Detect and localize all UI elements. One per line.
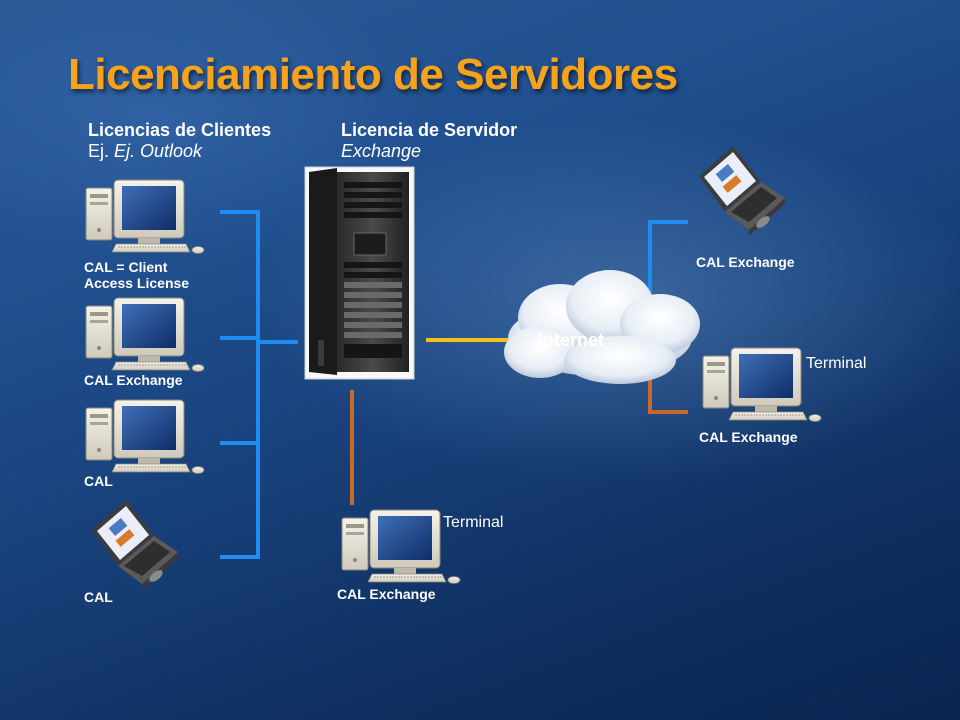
- bottom-terminal-label: CAL Exchange: [337, 586, 436, 602]
- cal-definition-label: CAL = Client Access License: [84, 259, 189, 291]
- client-desktop-icon: [85, 179, 205, 254]
- client-label: CAL Exchange: [84, 372, 183, 388]
- page-title: Licenciamiento de Servidores: [68, 50, 678, 99]
- clients-header-example: Ej. Outlook: [114, 141, 203, 161]
- remote-laptop-label: CAL Exchange: [696, 254, 795, 270]
- clients-header: Licencias de Clientes Ej. Ej. Outlook: [88, 120, 271, 162]
- clients-header-subtitle: Ej. Ej. Outlook: [88, 141, 203, 161]
- terminal-link-right: [648, 370, 688, 414]
- client-desktop-icon: [85, 399, 205, 474]
- cal-definition-line1: CAL = Client: [84, 259, 168, 275]
- server-header-subtitle: Exchange: [341, 141, 422, 161]
- lan-connections: [220, 210, 688, 559]
- remote-desktop-label: CAL Exchange: [699, 429, 798, 445]
- remote-desktop-icon: [702, 347, 822, 422]
- client-desktop-icon: [85, 297, 205, 372]
- internet-cloud-icon: [504, 270, 700, 384]
- bottom-terminal-title: Terminal: [443, 514, 504, 531]
- server-rack-icon: [304, 166, 415, 380]
- clients-header-title: Licencias de Clientes: [88, 120, 272, 140]
- cal-definition-line2: Access License: [84, 275, 190, 291]
- server-header-title: Licencia de Servidor: [341, 120, 518, 140]
- remote-laptop-icon: [699, 146, 785, 236]
- internet-label: Internet: [538, 330, 605, 350]
- client-laptop-icon: [92, 500, 178, 590]
- server-header: Licencia de Servidor Exchange: [341, 120, 517, 162]
- remote-terminal-title: Terminal: [806, 355, 867, 372]
- client-label: CAL: [84, 589, 113, 605]
- client-label: CAL: [84, 473, 113, 489]
